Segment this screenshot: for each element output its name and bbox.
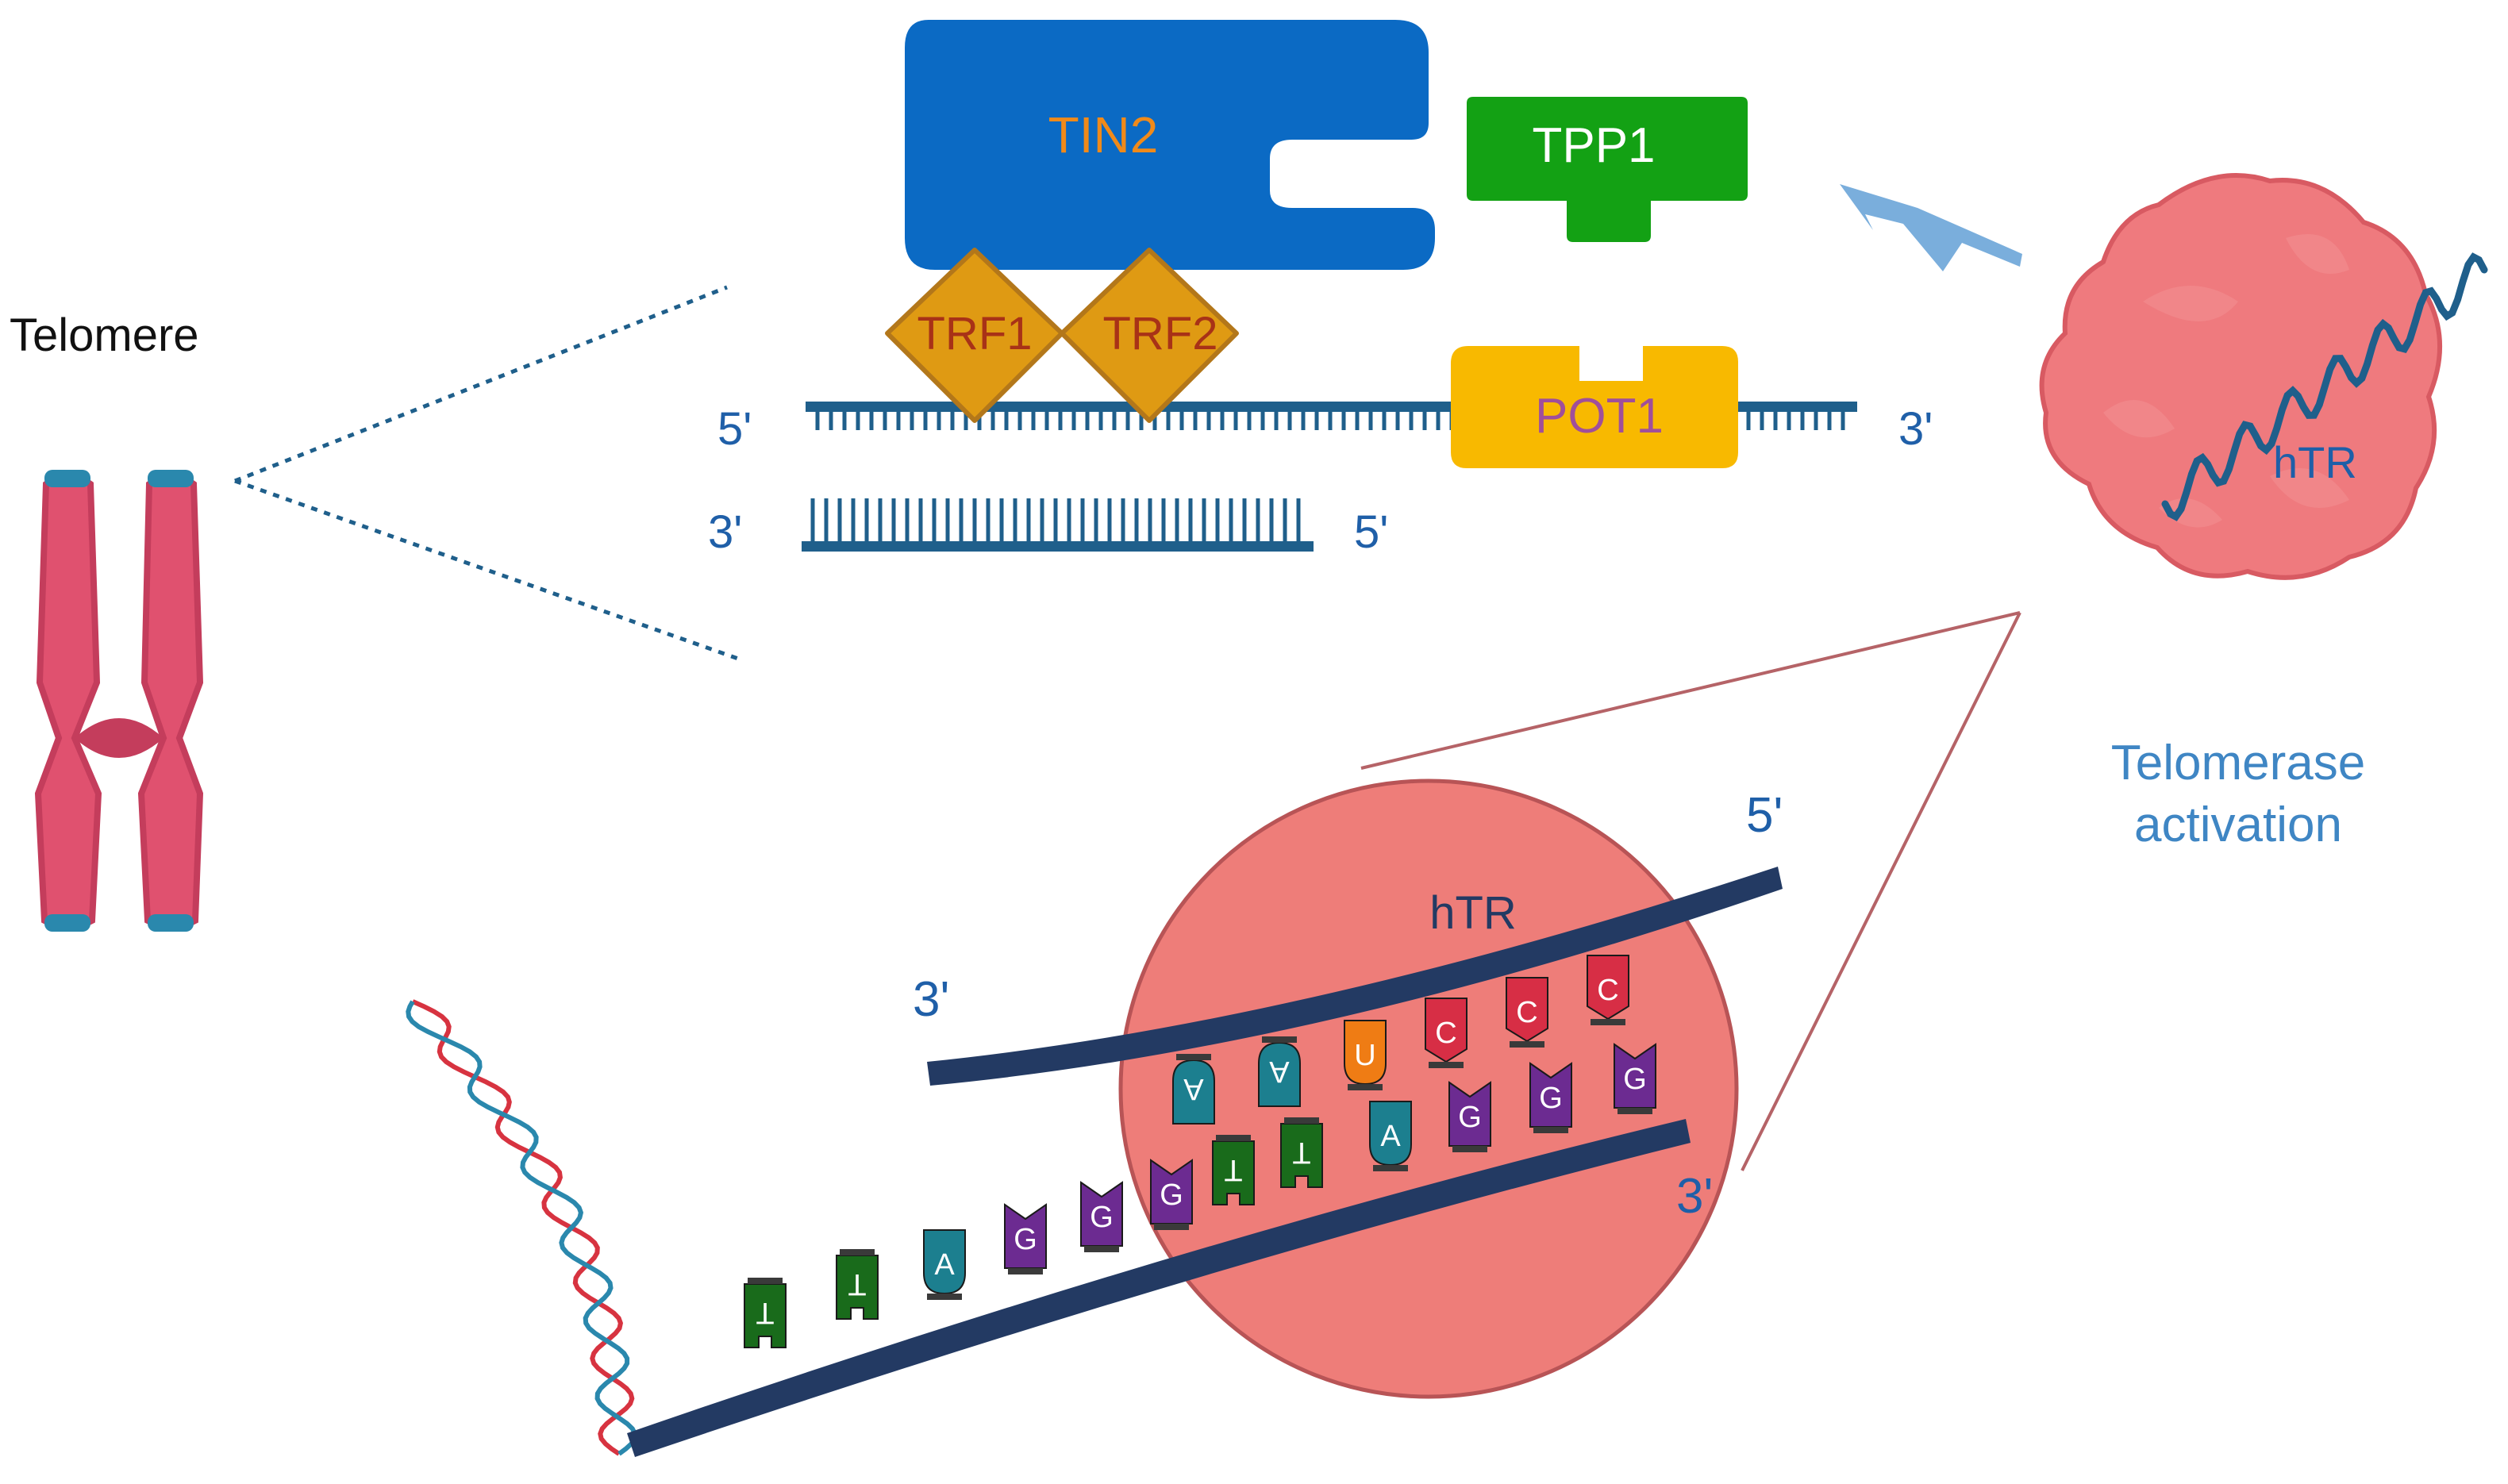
pot1-protein: POT1 <box>1451 346 1738 468</box>
dna-nucleotides: T T A G G G T T A G G G <box>744 1043 1656 1348</box>
dna-nucleotide-label: G <box>1539 1082 1563 1115</box>
dna-bottom-strand <box>802 498 1314 552</box>
template-nucleotide-label: C <box>1597 974 1618 1007</box>
tin2-label: TIN2 <box>1048 106 1159 163</box>
telomerase-complex-icon <box>2039 173 2488 580</box>
template-nucleotide-label: C <box>1516 996 1537 1029</box>
template-3prime-label: 3' <box>913 972 949 1027</box>
template-nucleotide-5: C <box>1587 955 1629 1025</box>
template-nucleotide-0: A <box>1172 1054 1215 1125</box>
template-nucleotide-label: U <box>1354 1039 1375 1072</box>
dna-nucleotide-label: G <box>1014 1223 1037 1256</box>
dna-3prime-label: 3' <box>1676 1169 1713 1224</box>
trf1-label: TRF1 <box>917 308 1033 359</box>
htr-template-backbone <box>927 867 1783 1086</box>
dna-nucleotide-6: T <box>1212 1135 1255 1205</box>
dna-nucleotide-label: G <box>1458 1101 1482 1134</box>
dna-nucleotide-8: A <box>1369 1101 1412 1171</box>
template-nucleotide-3: C <box>1425 998 1467 1068</box>
template-nucleotides: A A U C C C <box>1172 955 1629 1125</box>
dna-nucleotide-4: G <box>1080 1181 1123 1252</box>
trf2-protein: TRF2 <box>1060 248 1239 423</box>
dna-double-helix-icon <box>406 999 638 1456</box>
dna-nucleotide-label: A <box>934 1248 955 1282</box>
template-nucleotide-label: A <box>1183 1072 1204 1105</box>
htr-circle-label: hTR <box>1429 887 1517 939</box>
activation-arrow-icon <box>1840 184 2022 271</box>
dna-nucleotide-10: G <box>1529 1062 1572 1133</box>
dna-nucleotide-3: G <box>1004 1203 1047 1274</box>
tpp1-protein: TPP1 <box>1467 97 1748 242</box>
template-nucleotide-2: U <box>1344 1020 1387 1090</box>
template-nucleotide-label: C <box>1435 1017 1456 1050</box>
dna-nucleotide-1: T <box>836 1249 879 1320</box>
dna-nucleotide-label: G <box>1090 1201 1114 1234</box>
telomere-label: Telomere <box>10 309 199 361</box>
telomerase-activation-line2: activation <box>2134 798 2342 852</box>
htr-complex-label: hTR <box>2273 437 2357 487</box>
dna-nucleotide-11: G <box>1614 1043 1656 1114</box>
zoom-lines <box>234 285 739 661</box>
dna-nucleotide-label: T <box>1224 1153 1242 1186</box>
dna-nucleotide-label: T <box>1292 1136 1310 1169</box>
tin2-protein: TIN2 <box>905 20 1435 270</box>
telomeric-dna-backbone <box>627 1119 1691 1457</box>
dna-nucleotide-7: T <box>1280 1117 1323 1188</box>
template-nucleotide-1: A <box>1258 1036 1301 1107</box>
dna-nucleotide-2: A <box>923 1229 966 1300</box>
top-strand-5prime-label: 5' <box>717 403 752 455</box>
dna-nucleotide-label: A <box>1380 1120 1401 1153</box>
tpp1-label: TPP1 <box>1532 118 1655 173</box>
dna-nucleotide-label: T <box>756 1296 774 1329</box>
bottom-strand-3prime-label: 3' <box>708 506 742 558</box>
template-nucleotide-4: C <box>1506 977 1548 1048</box>
dna-nucleotide-label: G <box>1623 1063 1647 1096</box>
template-nucleotide-label: A <box>1269 1055 1290 1088</box>
telomerase-activation-line1: Telomerase <box>2111 736 2365 790</box>
dna-nucleotide-0: T <box>744 1278 787 1348</box>
htr-rna-strand <box>2161 252 2488 521</box>
top-strand-3prime-label: 3' <box>1898 403 1933 455</box>
trf1-protein: TRF1 <box>885 248 1064 423</box>
dna-nucleotide-9: G <box>1448 1081 1491 1152</box>
zoom-wedge <box>1360 611 2021 1171</box>
trf2-label: TRF2 <box>1103 308 1218 359</box>
dna-nucleotide-5: G <box>1150 1159 1193 1230</box>
template-5prime-label: 5' <box>1746 788 1783 843</box>
dna-nucleotide-label: G <box>1160 1178 1183 1212</box>
bottom-strand-5prime-label: 5' <box>1354 506 1388 558</box>
pot1-label: POT1 <box>1535 389 1664 444</box>
chromosome-icon <box>34 470 204 932</box>
dna-nucleotide-label: T <box>848 1267 866 1301</box>
